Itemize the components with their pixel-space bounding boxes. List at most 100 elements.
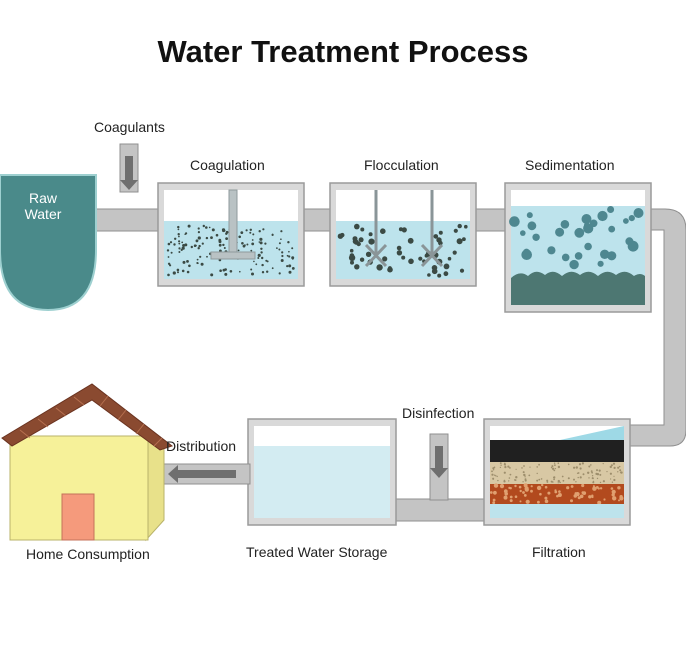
gravel-stone	[544, 485, 548, 489]
floc-particle	[354, 223, 360, 230]
coagulation-particle	[200, 262, 204, 266]
sand-grain	[508, 480, 510, 482]
coagulation-particle	[177, 271, 179, 274]
coagulation-particle	[208, 226, 211, 229]
gravel-stone	[547, 491, 551, 495]
sand-grain	[497, 479, 499, 482]
coagulation-particle	[198, 244, 201, 248]
gravel-stone	[597, 500, 602, 505]
filtration-tank	[483, 418, 631, 526]
coagulation-particle	[225, 237, 229, 241]
sand-grain	[500, 464, 502, 466]
gravel-stone	[554, 490, 558, 494]
sand-grain	[617, 471, 619, 473]
sand-grain	[536, 472, 538, 475]
sand-grain	[578, 463, 582, 466]
gravel-stone	[558, 490, 561, 493]
coagulation-particle	[280, 230, 283, 233]
sediment-particle	[597, 260, 604, 267]
floc-particle	[376, 264, 383, 271]
gravel-stone	[574, 492, 578, 495]
sand-grain	[561, 475, 564, 478]
sand-grain	[551, 467, 555, 470]
coagulation-particle	[257, 257, 260, 259]
sediment-particle	[569, 259, 579, 270]
coagulation-particle	[177, 228, 180, 231]
sand-grain	[491, 473, 494, 476]
gravel-stone	[503, 495, 508, 500]
floc-particle	[457, 223, 462, 229]
gravel-stone	[509, 495, 513, 499]
mixer-paddle-icon	[210, 189, 256, 260]
coagulation-particle	[288, 270, 292, 274]
coagulation-particle	[278, 248, 281, 251]
sand-grain	[619, 471, 622, 473]
sediment-particle	[607, 251, 617, 261]
sand-grain	[496, 475, 498, 478]
coagulation-particle	[186, 270, 190, 274]
gravel-stone	[492, 498, 496, 502]
coagulation-particle	[250, 268, 253, 271]
floc-particle	[358, 237, 364, 243]
floc-particle	[418, 256, 423, 261]
coagulation-particle	[253, 260, 255, 263]
floc-particle	[424, 253, 429, 258]
floc-particle	[464, 224, 468, 229]
coagulation-particle	[167, 256, 170, 258]
coagulation-particle	[264, 242, 267, 245]
sand-grain	[581, 462, 585, 465]
gravel-stone	[617, 486, 621, 490]
sedimentation-particles	[509, 206, 644, 270]
floc-particle	[443, 271, 449, 277]
sand-grain	[503, 463, 506, 466]
coagulation-particle	[218, 243, 222, 247]
sediment-particle	[561, 253, 570, 262]
sand-grain	[523, 473, 526, 477]
sand-grain	[509, 467, 511, 469]
coagulation-particle	[225, 232, 228, 235]
sand-grain	[619, 469, 622, 472]
sand-grain	[567, 477, 570, 480]
coagulation-particle	[206, 255, 208, 258]
filtration-sand-texture	[491, 462, 623, 484]
gravel-stone	[514, 484, 517, 488]
sand-grain	[515, 468, 517, 470]
sand-grain	[611, 481, 614, 483]
filtration-clean-water	[490, 504, 624, 518]
sand-grain	[524, 476, 526, 478]
sand-grain	[590, 464, 592, 466]
coagulation-particle	[219, 269, 222, 273]
pipe-flocculation-to-sedimentation	[473, 208, 509, 232]
sand-grain	[602, 463, 604, 465]
gravel-stone	[518, 485, 522, 489]
coagulation-particle	[251, 242, 255, 246]
gravel-stone	[504, 492, 509, 496]
coagulation-particle	[205, 226, 208, 229]
sand-grain	[536, 479, 539, 482]
coagulation-particle	[276, 247, 278, 250]
coagulation-particle	[197, 247, 200, 250]
floc-particle	[352, 239, 358, 244]
coagulation-particle	[260, 247, 263, 250]
sediment-particle	[509, 216, 520, 227]
gravel-stone	[618, 499, 620, 502]
floc-particle	[438, 230, 443, 235]
sedimentation-tank	[504, 182, 652, 313]
sand-grain	[509, 473, 512, 476]
coagulation-particle	[224, 272, 228, 276]
sand-grain	[495, 475, 497, 477]
floc-particle	[359, 257, 365, 262]
sediment-particle	[589, 219, 598, 228]
coagulation-particle	[259, 241, 263, 245]
sand-grain	[619, 465, 621, 468]
coagulation-particle	[181, 246, 185, 250]
coagulation-particle	[186, 260, 189, 263]
coagulation-particle	[240, 231, 244, 235]
gravel-stone	[557, 493, 562, 497]
gravel-stone	[544, 496, 548, 500]
sand-grain	[613, 466, 616, 469]
flocculation-tank	[329, 182, 477, 287]
sand-grain	[592, 480, 595, 483]
sand-grain	[599, 481, 602, 484]
coagulation-particle	[288, 264, 292, 268]
